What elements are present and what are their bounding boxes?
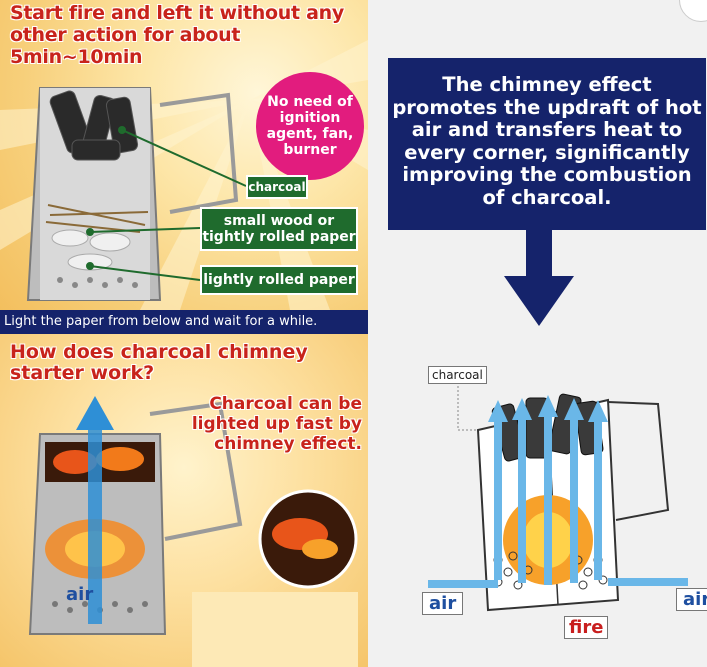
bottom-illustration-panel: How does charcoal chimney starter work? [0, 334, 368, 667]
start-fire-title: Start fire and left it without any other… [10, 2, 344, 68]
down-arrow-icon [504, 228, 574, 326]
chimney-effect-caption: Charcoal can be lighted up fast by chimn… [191, 394, 362, 454]
chimney-airflow-diagram: charcoal air air fire [418, 360, 707, 660]
diagram-fire-tag: fire [564, 616, 609, 639]
instruction-strip: Light the paper from below and wait for … [0, 310, 368, 334]
lightly-rolled-paper-label: lightly rolled paper [200, 265, 358, 295]
charcoal-label: charcoal [246, 175, 308, 199]
chimney-effect-description: The chimney effect promotes the updraft … [392, 73, 702, 209]
left-column: Start fire and left it without any other… [0, 0, 368, 667]
top-illustration-panel: Start fire and left it without any other… [0, 0, 368, 310]
how-it-works-title: How does charcoal chimney starter work? [10, 341, 308, 384]
no-ignition-agent-badge: No need of ignition agent, fan, burner [256, 72, 364, 180]
expand-corner-icon[interactable] [679, 0, 707, 22]
diagram-charcoal-tag: charcoal [428, 366, 487, 384]
diagram-air-left-tag: air [422, 592, 464, 615]
right-column: The chimney effect promotes the updraft … [368, 0, 707, 667]
diagram-air-right-tag: air [676, 588, 707, 611]
airflow-diagram-drawing [428, 386, 688, 612]
small-wood-label: small wood or tightly rolled paper [200, 207, 358, 251]
chimney-effect-description-box: The chimney effect promotes the updraft … [388, 58, 706, 230]
blank-note-box [192, 592, 358, 667]
burning-chimney-illustration [28, 396, 358, 635]
chimney-starter-cutaway-illustration [26, 87, 247, 301]
air-label: air [66, 584, 94, 605]
badge-text: No need of ignition agent, fan, burner [266, 94, 354, 158]
